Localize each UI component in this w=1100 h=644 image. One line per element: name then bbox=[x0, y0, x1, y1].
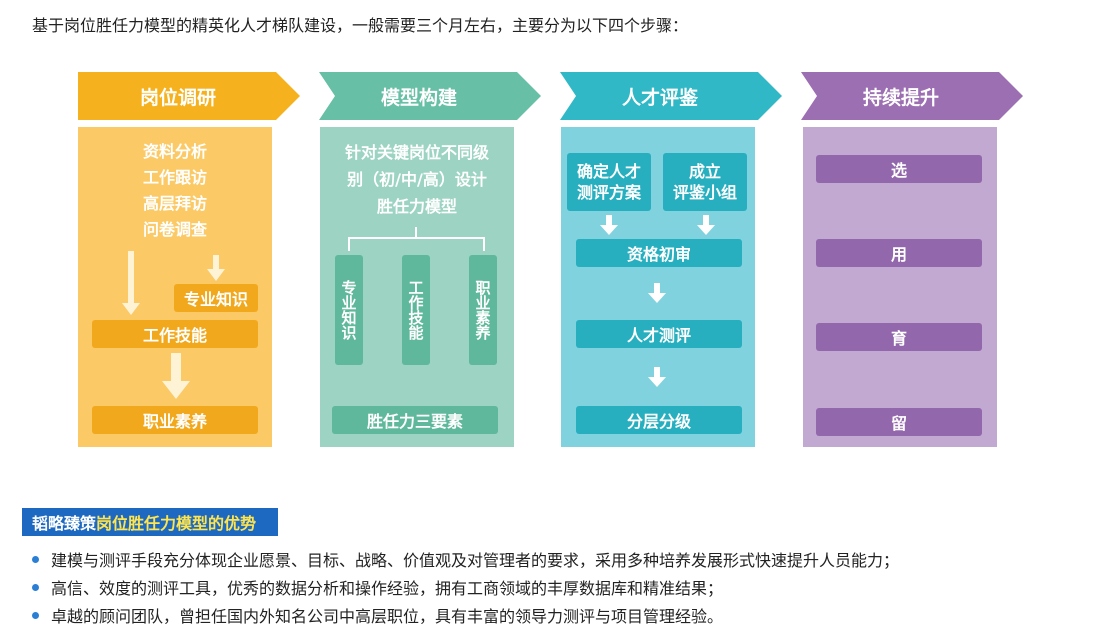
research-item: 问卷调查 bbox=[142, 220, 207, 239]
advantage-text: 建模与测评手段充分体现企业愿景、目标、战略、价值观及对管理者的要求，采用多种培养… bbox=[51, 551, 900, 570]
advantage-bullet: 建模与测评手段充分体现企业愿景、目标、战略、价值观及对管理者的要求，采用多种培养… bbox=[32, 547, 899, 571]
step-panel-research: 资料分析 工作跟访 高层拜访 问卷调查 专业知识 工作技能 职业素养 bbox=[78, 127, 272, 447]
step-header-assessment: 人才评鉴 bbox=[560, 72, 782, 120]
step-header-model: 模型构建 bbox=[319, 72, 541, 120]
arrow-down-icon bbox=[697, 215, 715, 235]
pill-retain: 留 bbox=[816, 408, 982, 436]
research-item: 高层拜访 bbox=[142, 194, 207, 213]
intro-text: 基于岗位胜任力模型的精英化人才梯队建设，一般需要三个月左右，主要分为以下四个步骤… bbox=[32, 16, 689, 35]
advantage-text: 高信、效度的测评工具，优秀的数据分析和操作经验，拥有工商领域的丰厚数据库和精准结… bbox=[51, 579, 724, 598]
model-desc-line: 针对关键岗位不同级 bbox=[344, 143, 489, 162]
advantage-bullet: 高信、效度的测评工具，优秀的数据分析和操作经验，拥有工商领域的丰厚数据库和精准结… bbox=[32, 575, 723, 599]
pill-talent-assessment: 人才测评 bbox=[576, 320, 742, 348]
research-item: 资料分析 bbox=[142, 142, 207, 161]
box-assessment-plan: 确定人才 测评方案 bbox=[567, 153, 651, 211]
branch-professional-knowledge: 专业知识 bbox=[335, 255, 363, 365]
tag-professional-knowledge: 专业知识 bbox=[174, 284, 258, 312]
pill-professional-quality: 职业素养 bbox=[92, 406, 258, 434]
bullet-dot-icon bbox=[32, 612, 39, 619]
arrow-down-icon bbox=[122, 251, 140, 315]
arrow-down-icon bbox=[648, 283, 666, 303]
model-description: 针对关键岗位不同级 别（初/中/高）设计 胜任力模型 bbox=[320, 139, 514, 220]
step-panel-model: 针对关键岗位不同级 别（初/中/高）设计 胜任力模型 专业知识 工作技能 职业素… bbox=[320, 127, 514, 447]
research-items: 资料分析 工作跟访 高层拜访 问卷调查 bbox=[78, 139, 272, 243]
tree-stem bbox=[415, 227, 417, 239]
pill-use: 用 bbox=[816, 239, 982, 267]
bullet-dot-icon bbox=[32, 584, 39, 591]
step-header-improvement: 持续提升 bbox=[801, 72, 1023, 120]
pill-tiered-grading: 分层分级 bbox=[576, 406, 742, 434]
step-panel-assessment: 确定人才 测评方案 成立 评鉴小组 资格初审 人才测评 分层分级 bbox=[561, 127, 755, 447]
pill-qualification-review: 资格初审 bbox=[576, 239, 742, 267]
pill-select: 选 bbox=[816, 155, 982, 183]
arrow-down-icon bbox=[648, 367, 666, 387]
branch-work-skills: 工作技能 bbox=[402, 255, 430, 365]
pill-competency-elements: 胜任力三要素 bbox=[332, 406, 498, 434]
step-header-research: 岗位调研 bbox=[78, 72, 300, 120]
arrow-down-icon bbox=[162, 353, 190, 399]
advantage-bullet: 卓越的顾问团队，曾担任国内外知名公司中高层职位，具有丰富的领导力测评与项目管理经… bbox=[32, 603, 723, 627]
arrow-down-icon bbox=[207, 255, 225, 281]
tree-connector bbox=[348, 237, 485, 251]
assessment-arrows bbox=[600, 215, 715, 387]
advantages-title-prefix: 韬略臻策 bbox=[32, 514, 97, 533]
arrow-down-icon bbox=[600, 215, 618, 235]
research-arrows bbox=[122, 251, 225, 399]
branch-professional-quality: 职业素养 bbox=[469, 255, 497, 365]
advantages-title-highlight: 岗位胜任力模型的优势 bbox=[96, 514, 257, 533]
advantages-title: 韬略臻策岗位胜任力模型的优势 bbox=[22, 508, 279, 536]
box-assessment-team: 成立 评鉴小组 bbox=[663, 153, 747, 211]
research-item: 工作跟访 bbox=[142, 168, 207, 187]
pill-develop: 育 bbox=[816, 323, 982, 351]
advantage-text: 卓越的顾问团队，曾担任国内外知名公司中高层职位，具有丰富的领导力测评与项目管理经… bbox=[51, 607, 724, 626]
bullet-dot-icon bbox=[32, 556, 39, 563]
model-desc-line: 胜任力模型 bbox=[376, 197, 457, 216]
step-panel-improvement: 选 用 育 留 bbox=[803, 127, 997, 447]
pill-work-skills: 工作技能 bbox=[92, 320, 258, 348]
model-desc-line: 别（初/中/高）设计 bbox=[347, 170, 487, 189]
